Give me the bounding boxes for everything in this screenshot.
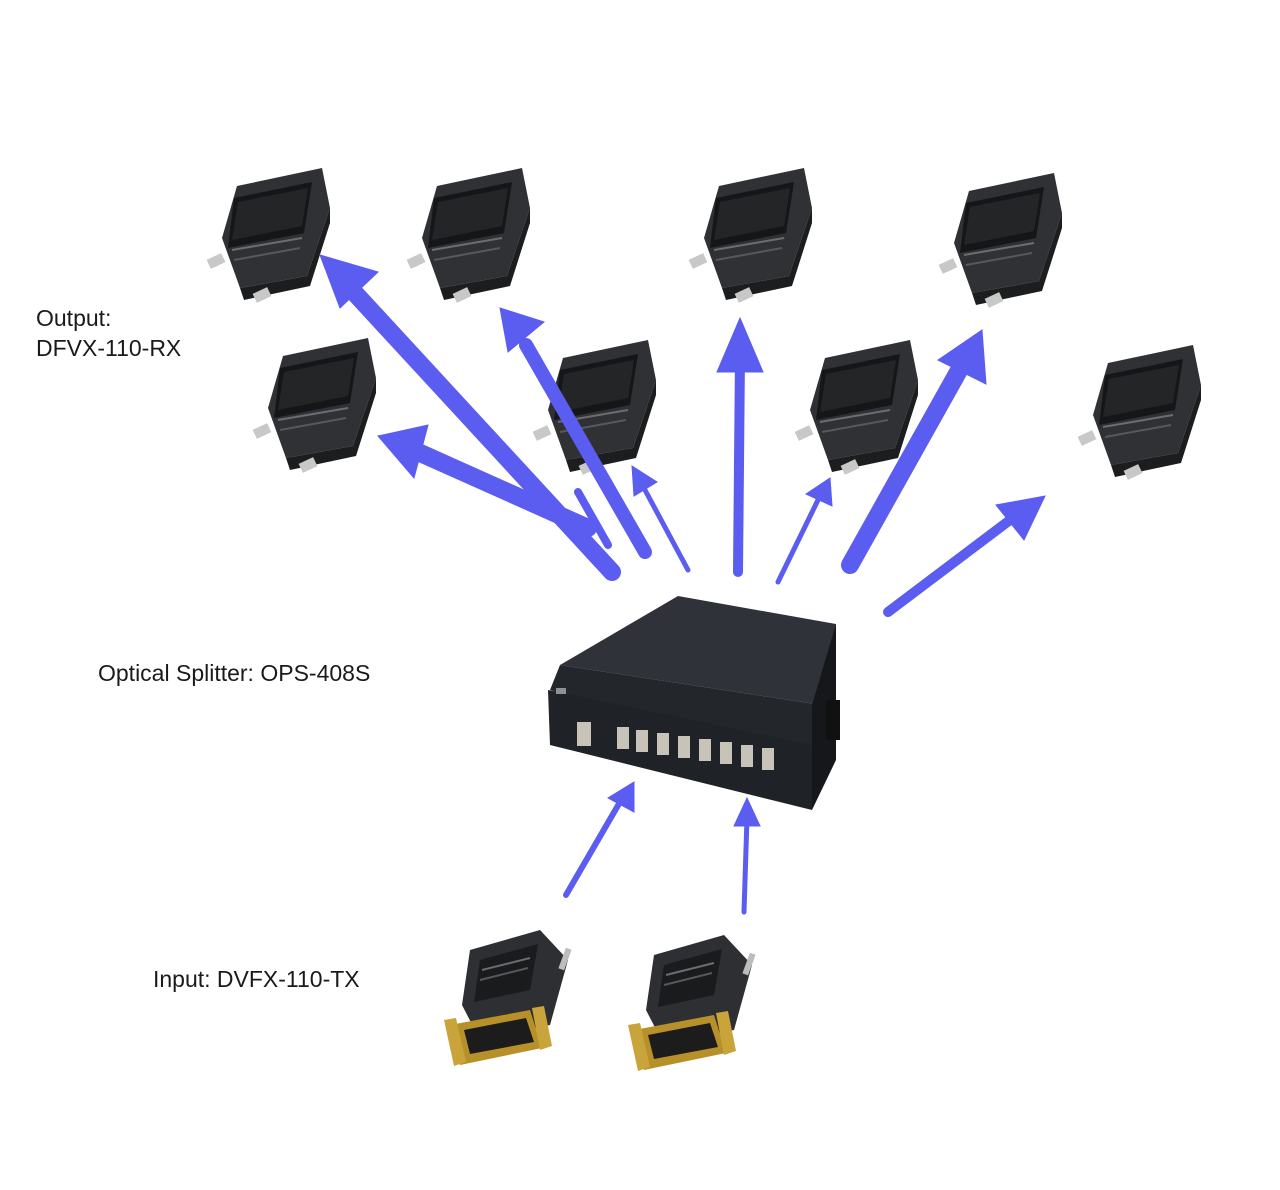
receiver-device-icon	[1076, 344, 1202, 481]
arrow	[841, 329, 987, 574]
arrow	[574, 488, 612, 549]
transmitter-device-icon	[627, 934, 757, 1072]
receiver-device-icon	[251, 337, 377, 474]
arrow	[631, 465, 691, 573]
optical-splitter-box-icon	[548, 596, 840, 810]
arrow	[883, 495, 1046, 617]
arrow	[499, 307, 652, 559]
receiver-device-icon	[405, 167, 531, 304]
splitter-label: Optical Splitter: OPS-408S	[98, 658, 370, 688]
arrow	[733, 796, 761, 915]
receiver-device-icon	[793, 339, 919, 476]
arrow	[377, 424, 597, 537]
receiver-device-icon	[687, 167, 813, 304]
splitter-port-row	[577, 722, 774, 770]
arrow	[775, 477, 833, 585]
output-label-line1: Output:	[36, 305, 112, 331]
output-label: Output: DFVX-110-RX	[36, 303, 181, 363]
arrow	[716, 316, 764, 577]
transmitter-device-icon	[443, 929, 573, 1067]
receiver-device-icon	[205, 167, 331, 304]
splitter-label-text: Optical Splitter: OPS-408S	[98, 660, 371, 686]
input-label: Input: DVFX-110-TX	[153, 964, 360, 994]
receiver-device-icon	[937, 172, 1063, 309]
arrow	[563, 781, 635, 898]
signal-arrows	[319, 254, 1046, 915]
output-label-line2: DFVX-110-RX	[36, 335, 182, 361]
input-label-text: Input: DVFX-110-TX	[153, 966, 360, 992]
